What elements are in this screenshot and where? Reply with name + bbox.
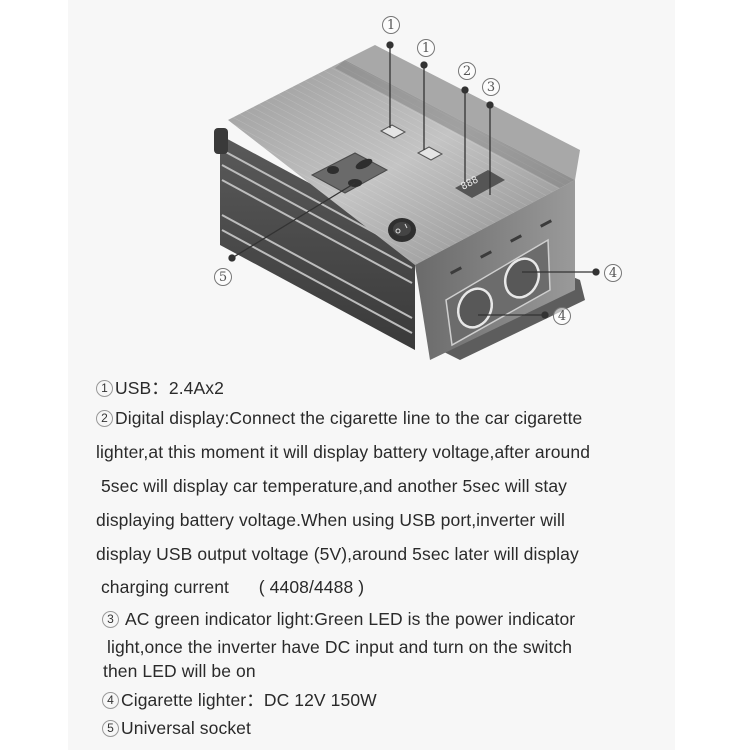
spec-text-line: displaying battery voltage.When using US… bbox=[96, 510, 565, 530]
spec-text: USB：2.4Ax2 bbox=[115, 378, 224, 398]
callout-leaders bbox=[228, 41, 600, 319]
spec-number: 2 bbox=[96, 410, 113, 427]
spec-text-line: then LED will be on bbox=[103, 661, 256, 681]
product-figure: 888 1 1 2 3 5 4 4 bbox=[0, 0, 750, 370]
spec-text: AC green indicator light:Green LED is th… bbox=[121, 609, 576, 629]
spec-text: Universal socket bbox=[121, 718, 251, 738]
heatsink-fins bbox=[220, 135, 415, 350]
callout-universal-socket-5: 5 bbox=[214, 268, 232, 286]
callout-cig-lighter-4b: 4 bbox=[553, 307, 571, 325]
spec-text-line: charging current ( 4408/4488 ) bbox=[96, 577, 365, 597]
spec-text-line: 5sec will display car temperature,and an… bbox=[96, 476, 568, 496]
inverter-illustration: 888 bbox=[214, 41, 600, 360]
spec-text: Digital display:Connect the cigarette li… bbox=[115, 408, 583, 428]
rocker-switch bbox=[388, 218, 416, 242]
usb-ports bbox=[379, 124, 444, 161]
callout-indicator-3: 3 bbox=[482, 78, 500, 96]
spec-number: 1 bbox=[96, 380, 113, 397]
spec-text-line: light,once the inverter have DC input an… bbox=[102, 637, 573, 657]
universal-socket bbox=[310, 152, 389, 194]
callout-usb-1a: 1 bbox=[382, 16, 400, 34]
spec-number: 5 bbox=[102, 720, 119, 737]
spec-number: 4 bbox=[102, 692, 119, 709]
spec-text-line: display USB output voltage (5V),around 5… bbox=[96, 544, 579, 564]
callout-cig-lighter-4a: 4 bbox=[604, 264, 622, 282]
callout-display-2: 2 bbox=[458, 62, 476, 80]
spec-text-line: lighter,at this moment it will display b… bbox=[96, 442, 591, 462]
callout-usb-1b: 1 bbox=[417, 39, 435, 57]
spec-ac-indicator: 3 AC green indicator light:Green LED is … bbox=[102, 609, 575, 630]
spec-text: Cigarette lighter：DC 12V 150W bbox=[121, 690, 377, 710]
spec-number: 3 bbox=[102, 611, 119, 628]
